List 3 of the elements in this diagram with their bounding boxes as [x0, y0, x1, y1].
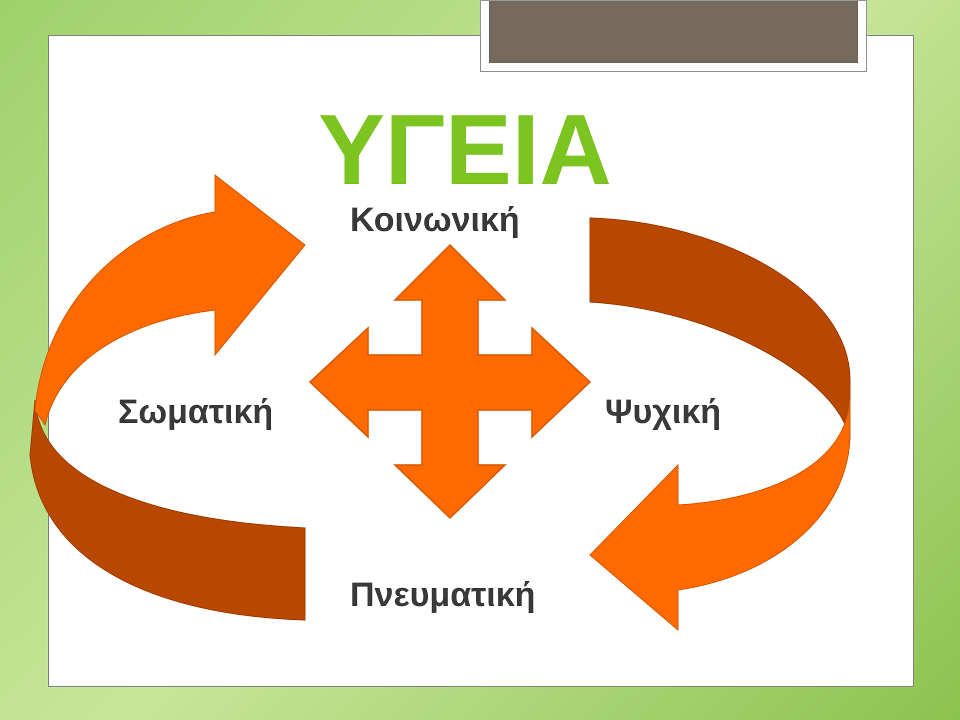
- category-label: Πνευματική: [350, 575, 536, 615]
- category-label: Ψυχική: [605, 392, 722, 432]
- category-label: Σωματική: [118, 392, 274, 432]
